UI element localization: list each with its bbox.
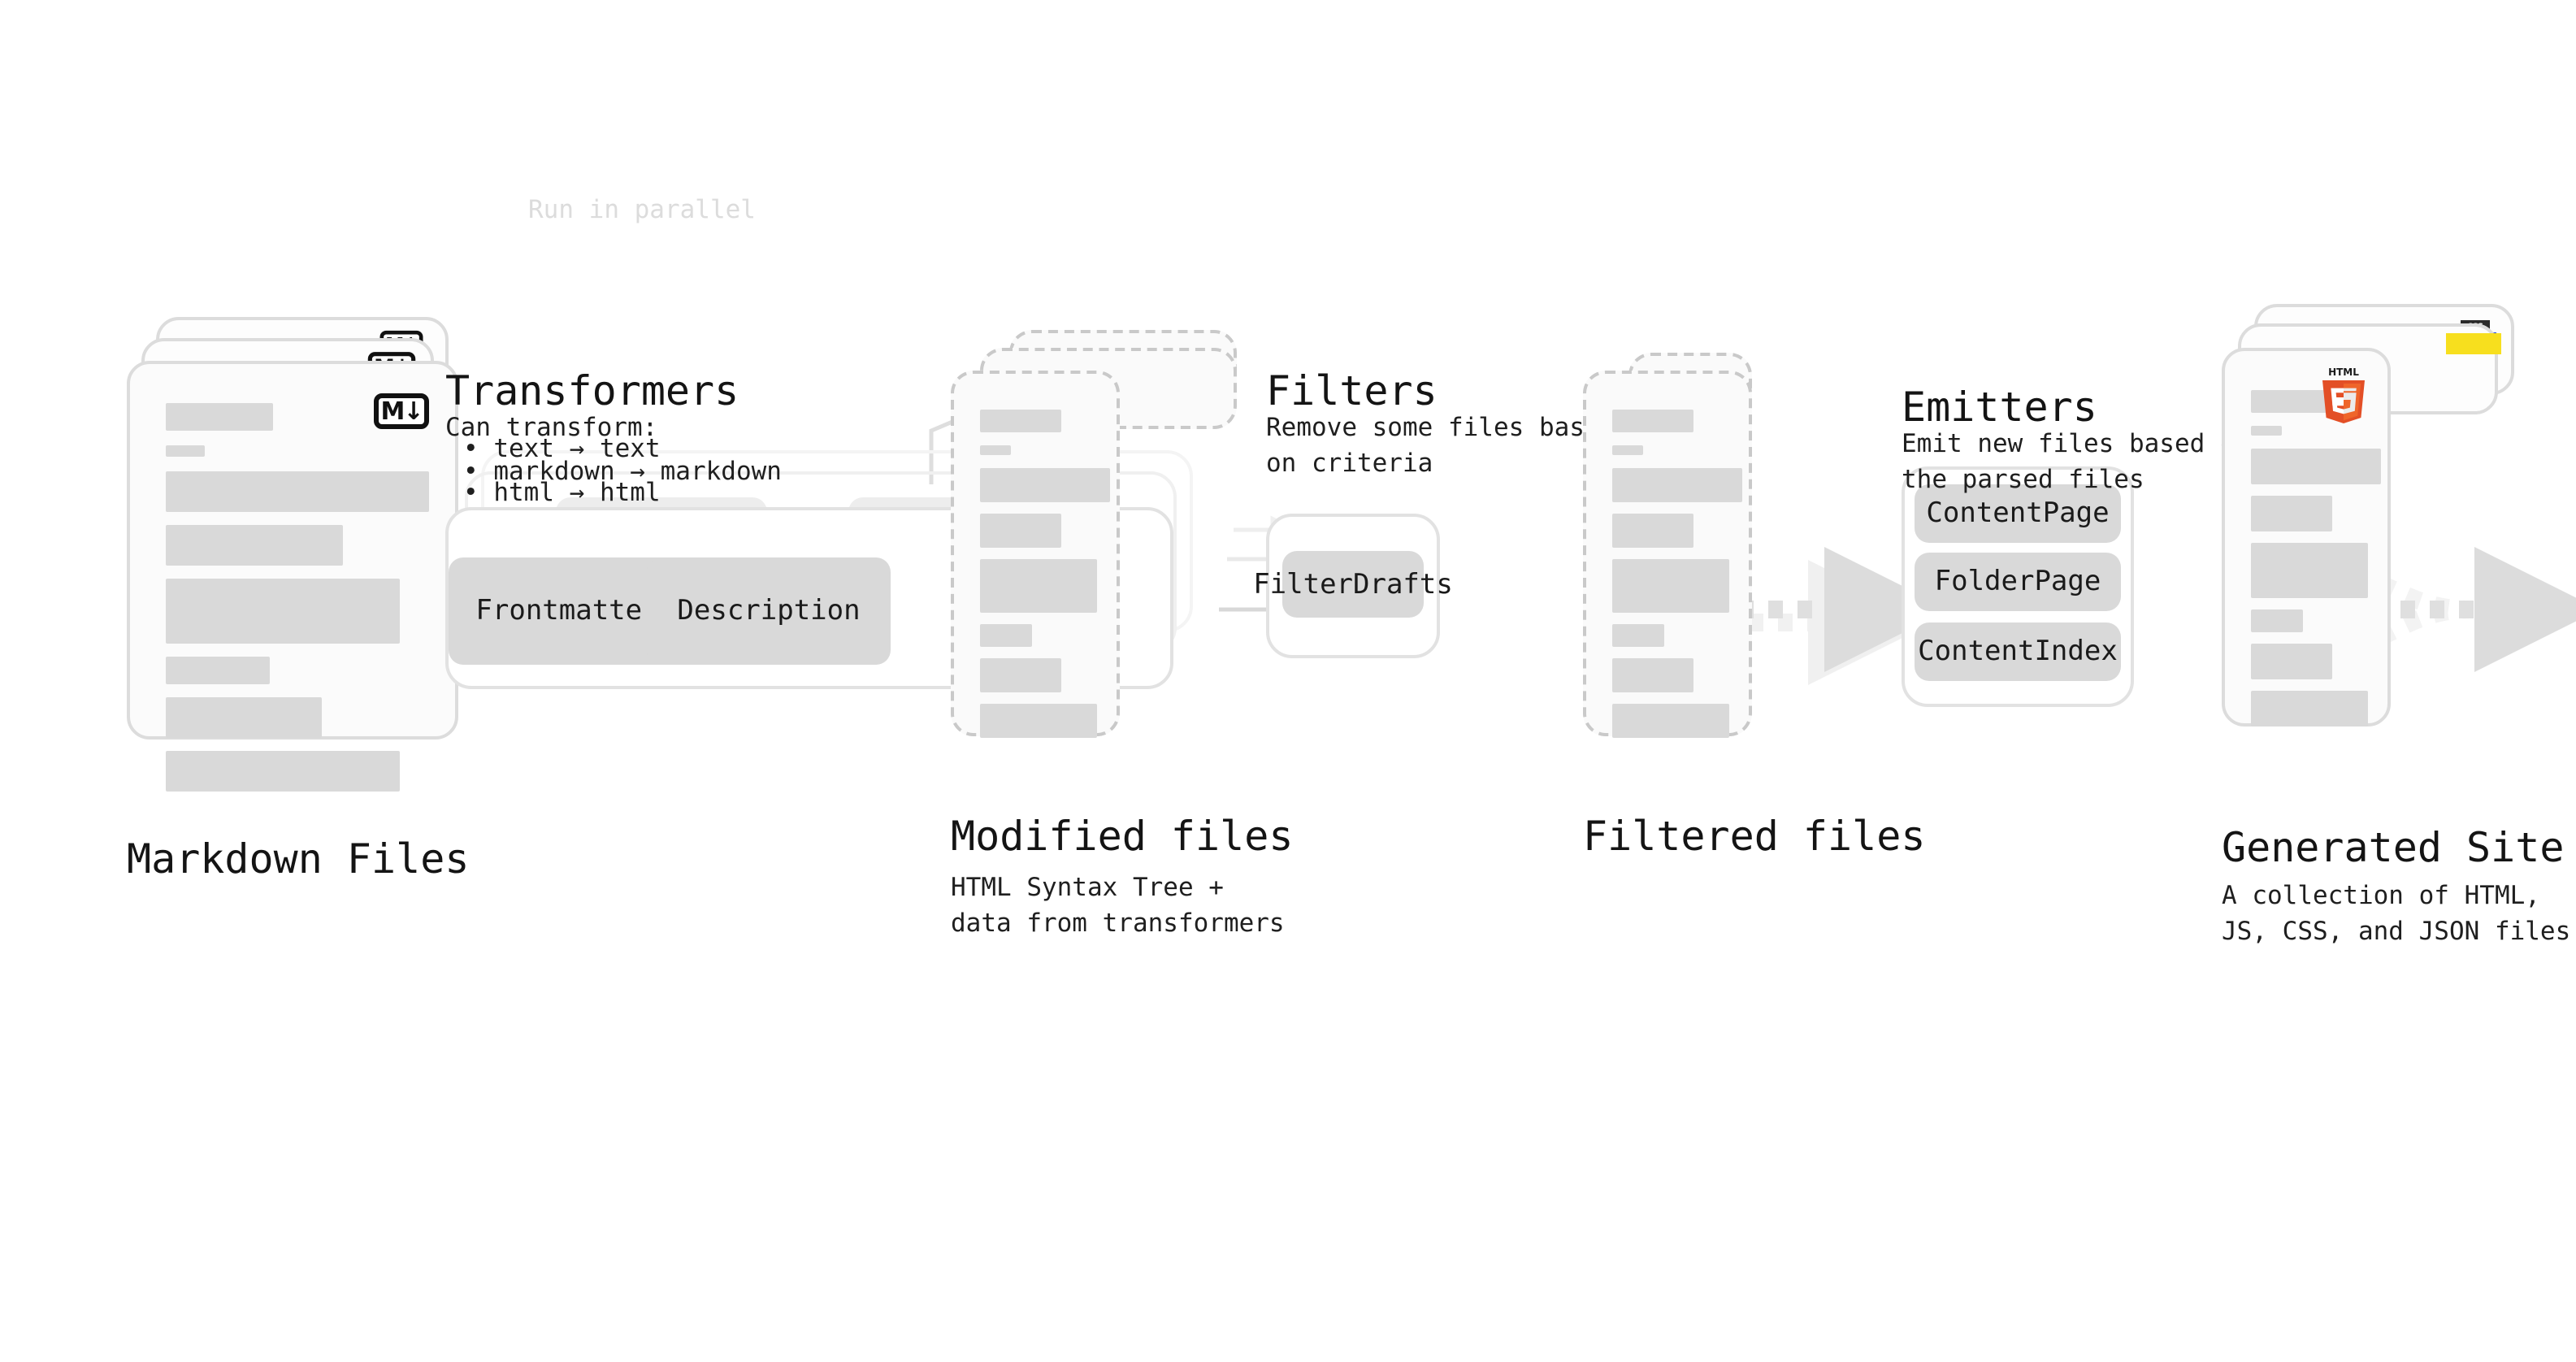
content-bar [1612, 410, 1693, 432]
generated-site-subtitle: A collection of HTML, JS, CSS, and JSON … [2222, 881, 2571, 946]
markdown-file-card-front: M↓ [127, 361, 458, 792]
content-bar [980, 514, 1061, 548]
content-bar [166, 445, 205, 457]
content-bar [980, 559, 1097, 613]
content-bar [166, 697, 322, 738]
content-bar [1612, 704, 1729, 738]
generated-file-content [2251, 390, 2381, 727]
transformers-subtitle: Can transform: [445, 413, 658, 442]
filtered-files-title: Filtered files [1583, 813, 1926, 860]
javascript-logo [2446, 333, 2501, 354]
modified-file-card-front [951, 371, 1120, 738]
filtered-file-card-front [1583, 371, 1752, 738]
run-in-parallel-note: Run in parallel [528, 195, 756, 224]
content-bar [2251, 609, 2303, 632]
content-bar [980, 445, 1011, 455]
content-bar [166, 471, 429, 512]
transformer-pill-frontmatter[interactable]: Frontmatter [449, 557, 686, 665]
filtered-file-content [1612, 410, 1742, 738]
content-bar [166, 751, 400, 792]
transformers-title: Transformers [445, 367, 739, 414]
generated-site-title: Generated Site [2222, 824, 2565, 871]
content-bar [2251, 543, 2368, 598]
content-bar [1612, 559, 1729, 613]
emitter-pill-contentindex[interactable]: ContentIndex [1915, 622, 2121, 681]
html5-wordmark: HTML [2328, 367, 2359, 378]
markdown-file-content [166, 403, 429, 792]
transformers-bullet-0: • text → text [463, 434, 661, 463]
content-bar [1612, 468, 1742, 502]
markdown-files-title: Markdown Files [127, 835, 470, 883]
filter-pill-filterdrafts[interactable]: FilterDrafts [1253, 551, 1453, 618]
html5-logo-svg: HTML [2322, 367, 2365, 423]
modified-files-subtitle: HTML Syntax Tree + data from transformer… [951, 873, 1285, 938]
emitters-title: Emitters [1902, 384, 2097, 431]
content-bar [980, 468, 1110, 502]
content-bar [980, 704, 1097, 738]
filters-subtitle: Remove some files based on criteria [1266, 413, 1615, 478]
content-bar [1612, 445, 1643, 455]
content-bar [980, 410, 1061, 432]
content-bar [2251, 426, 2282, 436]
content-bar [1612, 514, 1693, 548]
generated-file-card-html: HTML [2222, 348, 2391, 727]
emitter-pill-folderpage[interactable]: FolderPage [1915, 553, 2121, 611]
content-bar [980, 658, 1061, 692]
emitters-subtitle: Emit new files based on the parsed files [1902, 429, 2250, 494]
content-bar [2251, 644, 2332, 679]
filters-title: Filters [1266, 367, 1438, 414]
content-bar [166, 403, 273, 431]
content-bar [2251, 390, 2332, 413]
content-bar [2251, 496, 2332, 531]
modified-file-content [980, 410, 1110, 738]
modified-files-title: Modified files [951, 813, 1294, 860]
markdown-badge-front: M↓ [374, 393, 429, 429]
pipeline-diagram: M↓ M↓ M↓ Markdown Files [127, 195, 2576, 946]
emitter-pill-contentpage[interactable]: ContentPage [1915, 484, 2121, 543]
content-bar [166, 657, 270, 684]
transformer-pill-description[interactable]: Description [647, 557, 891, 665]
content-bar [980, 624, 1032, 647]
content-bar [2251, 449, 2381, 484]
content-bar [166, 579, 400, 644]
transformers-bullet-2: • html → html [463, 478, 661, 507]
content-bar [1612, 658, 1693, 692]
content-bar [166, 525, 343, 566]
content-bar [1612, 624, 1664, 647]
content-bar [2251, 691, 2368, 727]
transformers-bullet-1: • markdown → markdown [463, 457, 782, 486]
html5-logo: HTML [2316, 364, 2371, 429]
